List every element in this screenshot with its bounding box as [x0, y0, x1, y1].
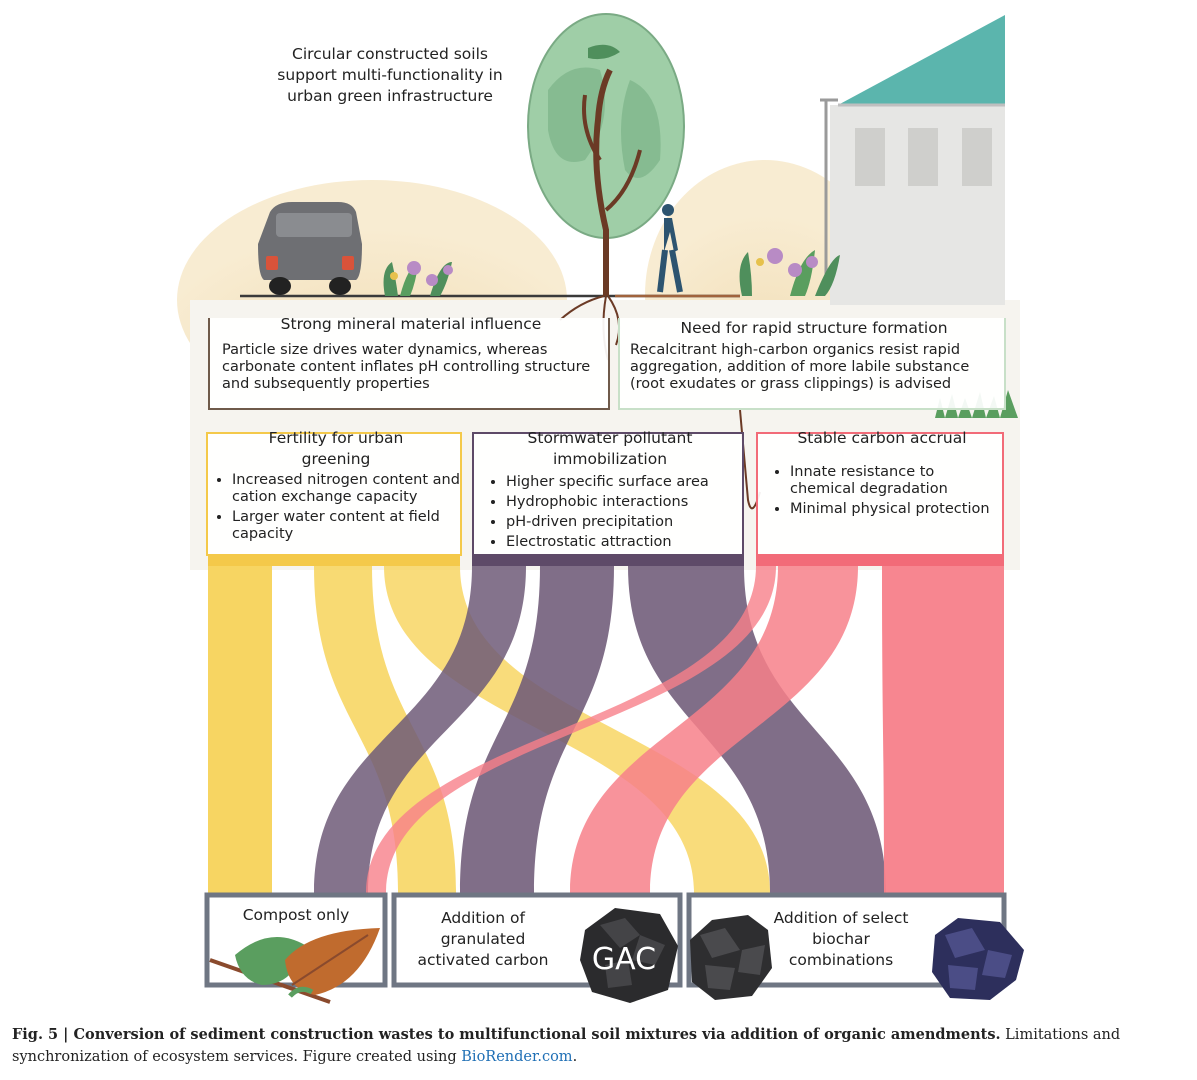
- flow-carbon-gac: [570, 566, 858, 893]
- flow-carbon-biochar: [882, 566, 1004, 893]
- flow-stormwater-gac: [460, 566, 614, 893]
- person-walking-icon: [657, 204, 683, 293]
- biochar-rock-icon: [690, 915, 772, 1000]
- service-box-stormwater: Stormwater pollutant immobilization High…: [472, 429, 744, 556]
- house-icon: [820, 15, 1005, 305]
- mineral-influence-text: Particle size drives water dynamics, whe…: [222, 342, 591, 392]
- flow-stormwater-compost: [314, 566, 526, 893]
- stormwater-bar: [472, 556, 744, 566]
- caption-text: Limitations and synchronization of ecosy…: [12, 1027, 1121, 1065]
- carbon-bar: [756, 556, 1004, 566]
- flow-stormwater-biochar: [628, 566, 886, 893]
- car-icon: [258, 202, 362, 295]
- list-item: Minimal physical protection: [790, 501, 990, 518]
- structure-formation-title: Need for rapid structure formation: [680, 319, 948, 337]
- fertility-bar: [208, 556, 460, 566]
- service-list-fertility: Increased nitrogen content and cation ex…: [208, 472, 470, 546]
- structure-formation-text: Recalcitrant high-carbon organics resist…: [630, 342, 970, 392]
- list-item: Innate resistance to chemical degradatio…: [790, 464, 990, 498]
- service-title-stormwater: Stormwater pollutant immobilization: [527, 429, 693, 468]
- list-item: pH-driven precipitation: [506, 514, 766, 531]
- amendment-label-compost: Compost only: [242, 906, 350, 924]
- tree-icon: [527, 13, 685, 361]
- mineral-influence-title: Strong mineral material influence: [280, 315, 542, 333]
- flowers-icon: [383, 261, 453, 296]
- structure-formation-box: Need for rapid structure formation Recal…: [618, 318, 1006, 410]
- service-title-carbon: Stable carbon accrual: [797, 429, 967, 447]
- gac-rock-icon: [580, 908, 678, 1003]
- tagline: Circular constructed soils support multi…: [277, 45, 503, 105]
- caption-end: .: [572, 1049, 578, 1065]
- service-box-fertility: Fertility for urban greening Increased n…: [206, 429, 462, 556]
- figure-caption: Fig. 5 | Conversion of sediment construc…: [12, 1024, 1192, 1068]
- sankey-flows: [208, 566, 1004, 893]
- list-item: Higher specific surface area: [506, 474, 766, 491]
- amendment-label-biochar: Addition of select biochar combinations: [773, 909, 909, 969]
- caption-title: Conversion of sediment construction wast…: [73, 1026, 1001, 1043]
- caption-fig-label: Fig. 5 |: [12, 1026, 74, 1043]
- biochar-rock-icon-purple: [932, 918, 1024, 1000]
- leaves-icon: [209, 928, 380, 1004]
- gac-icon-label: GAC: [591, 942, 657, 977]
- service-box-carbon: Stable carbon accrual Innate resistance …: [756, 429, 1004, 556]
- list-item: Hydrophobic interactions: [506, 494, 766, 511]
- flow-fertility-compost: [208, 566, 272, 893]
- service-list-stormwater: Higher specific surface area Hydrophobic…: [482, 474, 766, 554]
- list-item: Increased nitrogen content and cation ex…: [232, 472, 470, 506]
- list-item: Larger water content at field capacity: [232, 509, 470, 543]
- mineral-influence-box: Strong mineral material influence Partic…: [208, 315, 610, 410]
- flow-carbon-compost: [366, 566, 776, 893]
- flowers-icon-right: [739, 248, 840, 296]
- amendment-label-gac: Addition of granulated activated carbon: [417, 909, 549, 969]
- service-list-carbon: Innate resistance to chemical degradatio…: [766, 464, 990, 521]
- list-item: Electrostatic attraction: [506, 534, 766, 551]
- service-title-fertility: Fertility for urban greening: [268, 429, 404, 468]
- biorender-link[interactable]: BioRender.com: [461, 1049, 573, 1065]
